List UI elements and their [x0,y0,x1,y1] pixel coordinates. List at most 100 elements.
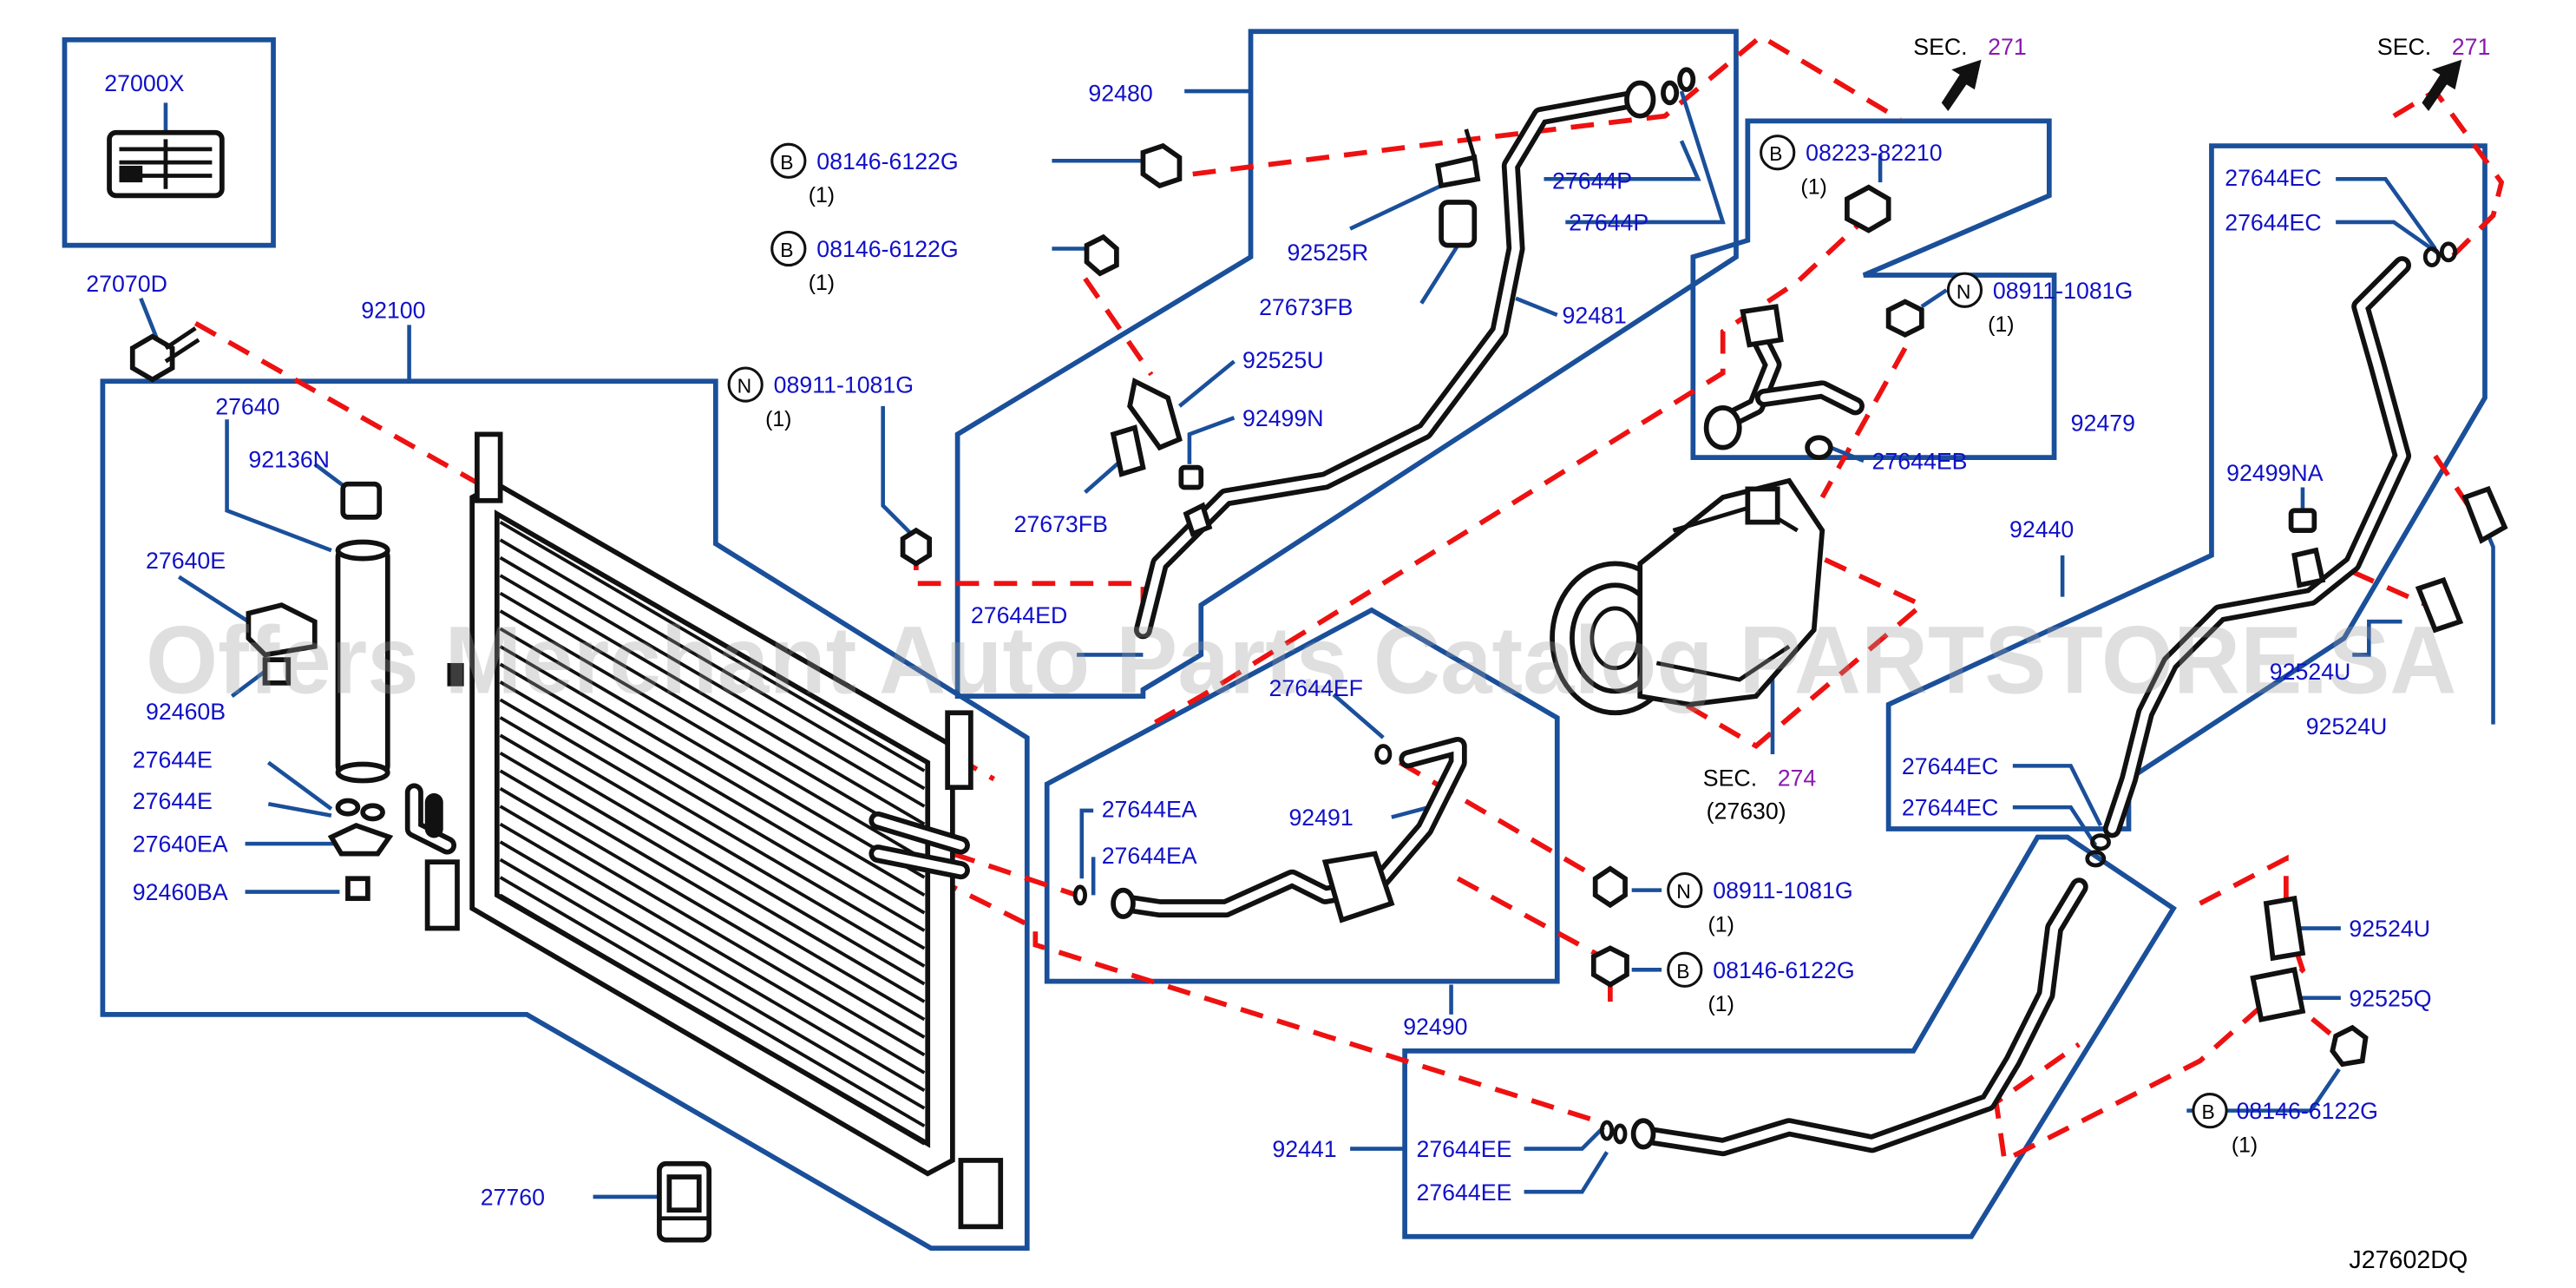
frame-92490 [1044,607,1560,984]
part-label-92460b[interactable]: 92460B [146,699,226,725]
fastener-badge-6 [1667,871,1703,909]
part-label-92491[interactable]: 92491 [1288,805,1353,831]
fastener-qty-6: (1) [1708,913,1734,936]
part-label-27644eb[interactable]: 27644EB [1872,449,1968,475]
condenser-fin [499,538,926,791]
bolt-27070d [129,326,200,383]
part-label-27640e[interactable]: 27640E [146,548,226,574]
fastener-qty-5: (1) [1988,313,2014,337]
frame-27000x [62,36,276,248]
fastener-badge-2-letter: B [780,239,793,261]
condenser-fin [499,876,926,1128]
part-label-92525q[interactable]: 92525Q [2349,985,2431,1011]
part-label-27644e-1[interactable]: 27644E [133,746,213,772]
part-label-92490[interactable]: 92490 [1403,1014,1467,1040]
part-label-92524u-2[interactable]: 92524U [2306,713,2388,739]
condenser-fin [499,805,926,1057]
condenser-fin [499,786,926,1039]
part-label-92441[interactable]: 92441 [1272,1136,1336,1162]
part-label-27640[interactable]: 27640 [215,393,279,419]
sec-ref-2-number[interactable]: 271 [2452,34,2491,60]
fastener-badge-4-letter: B [1769,142,1782,165]
part-label-92479[interactable]: 92479 [2071,411,2135,437]
fastener-qty-8: (1) [2232,1134,2258,1157]
sec-ref-2-prefix[interactable]: SEC. [2377,34,2431,60]
frame-92479 [1690,118,2057,460]
fastener-number-1[interactable]: 08146-6122G [816,148,958,174]
part-label-92136n[interactable]: 92136N [248,447,330,473]
label-plate-27000x [107,129,225,199]
part-label-92524u-3[interactable]: 92524U [2349,916,2430,942]
part-label-92499n[interactable]: 92499N [1242,405,1324,431]
fastener-number-7[interactable]: 08146-6122G [1713,957,1854,983]
nut-92480 [900,527,932,567]
part-label-27644ec-2[interactable]: 27644EC [2225,209,2321,235]
part-labels: 27000X 27070D 92100 27640 92136N 27640E … [86,70,2431,1210]
condenser-fin [499,698,926,950]
condenser-fin [499,840,926,1093]
sec-ref-3-number[interactable]: 274 [1778,765,1817,791]
connector-27760 [657,1160,712,1243]
part-label-92525r[interactable]: 92525R [1288,240,1369,266]
part-label-27644ec-1[interactable]: 27644EC [2225,165,2321,191]
fastener-qty-4: (1) [1800,175,1826,199]
fastener-number-3[interactable]: 08911-1081G [774,372,914,398]
watermark: Offers Merchant Auto Parts Catalog PARTS… [146,607,2457,713]
part-label-92460ba[interactable]: 92460BA [133,879,228,905]
sec-ref-1-prefix[interactable]: SEC. [1913,34,1967,60]
fastener-badge-7 [1667,951,1703,988]
fastener-badge-4 [1760,135,1796,171]
part-label-27644ec-4[interactable]: 27644EC [1902,795,1998,821]
condenser-fin [499,733,926,986]
fastener-number-4[interactable]: 08223-82210 [1806,140,1942,166]
part-label-27644ed[interactable]: 27644ED [971,602,1067,628]
part-label-92440[interactable]: 92440 [2009,516,2074,542]
sec-arrow-2 [2422,59,2462,111]
leader-lines [139,89,2495,1199]
sec-ref-1-number[interactable]: 271 [1988,34,2027,60]
part-label-27644ee-2[interactable]: 27644EE [1416,1180,1511,1206]
fastener-number-6[interactable]: 08911-1081G [1713,877,1852,904]
fastener-qty-3: (1) [765,408,791,431]
fastener-number-5[interactable]: 08911-1081G [1993,278,2133,304]
fastener-badge-1 [770,142,807,179]
condenser-fin [499,574,926,826]
part-label-92100[interactable]: 92100 [361,298,425,324]
part-label-92480[interactable]: 92480 [1088,81,1152,107]
part-label-27640ea[interactable]: 27640EA [133,831,228,858]
condenser-92100 [404,431,1004,1230]
part-label-27644ea-2[interactable]: 27644EA [1102,843,1197,869]
condenser-fin [499,751,926,1003]
condenser-fin [499,591,926,844]
fastener-badge-8-letter: B [2201,1101,2214,1123]
part-label-92499na[interactable]: 92499NA [2226,460,2324,486]
part-label-27644ea-1[interactable]: 27644EA [1102,797,1197,823]
part-label-92524u-1[interactable]: 92524U [2270,659,2351,685]
fastener-callouts: B 08146-6122G (1) B 08146-6122G (1) N 08… [727,135,2378,1157]
condenser-fin [499,609,926,862]
sec-arrow-1 [1941,59,1982,111]
part-label-27000x[interactable]: 27000X [104,70,184,96]
part-label-27673fb-1[interactable]: 27673FB [1259,294,1353,320]
fastener-badge-5-letter: N [1957,280,1971,303]
part-label-27644e-2[interactable]: 27644E [133,788,213,814]
fastener-badge-6-letter: N [1676,880,1691,903]
part-label-92525u-1[interactable]: 92525U [1242,347,1324,373]
part-label-27760[interactable]: 27760 [481,1185,545,1211]
fastener-badge-8 [2192,1093,2228,1129]
part-label-27673fb-2[interactable]: 27673FB [1014,511,1108,537]
part-label-27644p-2[interactable]: 27644P [1569,209,1649,235]
part-label-27070d[interactable]: 27070D [86,271,167,297]
part-label-27644ef[interactable]: 27644EF [1269,675,1363,701]
part-label-27644ee-1[interactable]: 27644EE [1416,1136,1511,1162]
fastener-badge-1-letter: B [780,151,793,174]
fastener-number-2[interactable]: 08146-6122G [816,236,958,262]
sec-ref-3-prefix[interactable]: SEC. [1703,765,1757,791]
pipe-92440 [2085,241,2508,868]
part-label-27644ec-3[interactable]: 27644EC [1902,753,1998,779]
part-label-27644p-1[interactable]: 27644P [1552,168,1632,194]
fastener-number-8[interactable]: 08146-6122G [2237,1098,2378,1124]
pipe-92441 [1599,877,2088,1157]
part-label-92481[interactable]: 92481 [1562,302,1626,328]
condenser-fin [499,858,926,1110]
